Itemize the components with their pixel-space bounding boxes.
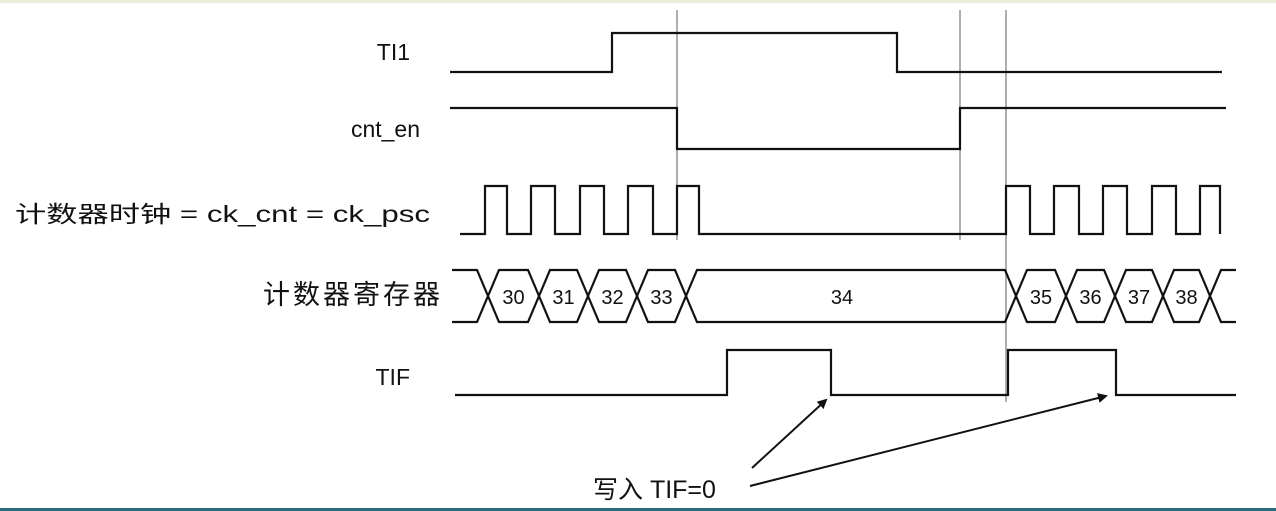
clock-waveform	[460, 184, 1222, 236]
counter-value-30: 30	[502, 287, 524, 309]
counter-value-36: 36	[1079, 287, 1101, 309]
cnt-en-label: cnt_en	[351, 116, 420, 142]
cnt-en-waveform	[450, 106, 1226, 151]
counter-bus: 30 31 32 33 34 35 36 37 38	[452, 268, 1236, 324]
clock-label: 计数器时钟 = ck_cnt = ck_psc	[15, 201, 430, 227]
ti1-label: TI1	[377, 39, 410, 65]
annotation-label: 写入 TIF=0	[593, 476, 716, 504]
counter-value-35: 35	[1030, 287, 1052, 309]
bottom-edge-strip	[0, 508, 1276, 511]
counter-bus-end	[1208, 268, 1236, 324]
counter-label: 计数器寄存器	[263, 280, 443, 310]
annotation-arrow-1	[751, 398, 828, 469]
counter-bus-start	[452, 268, 490, 324]
tif-label: TIF	[376, 364, 411, 390]
counter-value-31: 31	[552, 287, 574, 309]
counter-value-34: 34	[831, 287, 853, 309]
counter-value-33: 33	[650, 287, 672, 309]
counter-value-32: 32	[601, 287, 623, 309]
tif-waveform	[455, 348, 1236, 397]
ti1-waveform	[450, 31, 1222, 74]
annotation-arrow-2	[749, 393, 1108, 487]
top-edge-strip	[0, 0, 1276, 3]
counter-value-38: 38	[1175, 287, 1197, 309]
counter-value-37: 37	[1128, 287, 1150, 309]
